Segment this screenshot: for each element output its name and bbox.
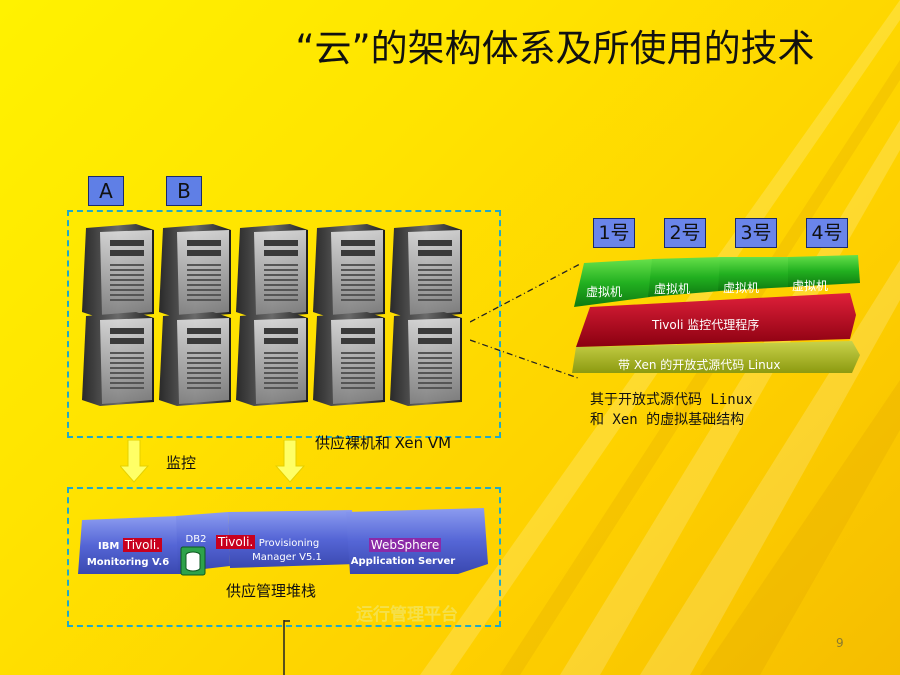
websphere-badge: WebSphere (368, 538, 442, 552)
server-icon-5 (390, 224, 462, 318)
database-icon (180, 546, 206, 576)
monitor-arrows (120, 440, 306, 483)
server-icon-8 (236, 312, 308, 406)
vm-block-2 (648, 257, 722, 297)
linux-layer-label: 带 Xen 的开放式源代码 Linux (618, 358, 781, 372)
server-icon-6 (82, 312, 154, 406)
page-number: 9 (836, 636, 844, 650)
ibm-label: IBM (97, 541, 120, 552)
vm-number-1: 1号 (593, 218, 635, 248)
tag-a: A (88, 176, 124, 206)
stack-block-provisioning (228, 510, 356, 568)
infra-caption-line1: 其于开放式源代码 Linux (590, 392, 753, 408)
server-icon-1 (82, 224, 154, 318)
provisioning-label: Provisioning (258, 538, 320, 549)
vm-block-4 (788, 255, 860, 287)
server-icon-9 (313, 312, 385, 406)
monitoring-label: Monitoring V.6 (86, 557, 170, 568)
tivoli-agent-label: Tivoli 监控代理程序 (652, 318, 760, 332)
monitor-arrow-left (120, 440, 150, 483)
server-icon-10 (390, 312, 462, 406)
server-icon-7 (159, 312, 231, 406)
page-title: “云”的架构体系及所使用的技术 (295, 27, 815, 70)
vm-number-4: 4号 (806, 218, 848, 248)
bottom-connector (283, 620, 290, 675)
vm-label-2: 虚拟机 (654, 282, 691, 296)
manager-version-label: Manager V5.1 (252, 552, 322, 563)
linux-layer-bar (572, 341, 860, 373)
monitor-label: 监控 (166, 454, 197, 472)
tivoli-badge-provisioning: Tivoli. (216, 535, 256, 549)
stack-caption: 供应管理堆栈 (226, 582, 317, 600)
zoom-connector-lines (470, 263, 581, 379)
vm-label-3: 虚拟机 (723, 281, 760, 295)
platform-label: 运行管理平台 (356, 605, 458, 625)
server-cluster-box (67, 210, 501, 438)
app-server-label: Application Server (350, 556, 456, 567)
tivoli-badge-monitoring: Tivoli. (122, 538, 162, 552)
vm-label-1: 虚拟机 (586, 285, 623, 299)
server-icon-3 (236, 224, 308, 318)
vm-number-2: 2号 (664, 218, 706, 248)
server-icon-4 (313, 224, 385, 318)
vm-label-4: 虚拟机 (792, 279, 829, 293)
zoom-line-top (470, 263, 581, 323)
vm-block-1 (574, 259, 654, 307)
zoom-line-bottom (470, 339, 579, 379)
supply-caption: 供应裸机和 Xen VM (315, 434, 452, 452)
virtualization-stack (572, 255, 860, 373)
vm-block-3 (718, 257, 790, 291)
vm-number-3: 3号 (735, 218, 777, 248)
tag-b: B (166, 176, 202, 206)
db2-label: DB2 (185, 534, 207, 545)
server-icon-2 (159, 224, 231, 318)
infra-caption-line2: 和 Xen 的虚拟基础结构 (590, 412, 745, 428)
monitor-arrow-right (274, 440, 306, 483)
tivoli-agent-bar (576, 293, 856, 347)
